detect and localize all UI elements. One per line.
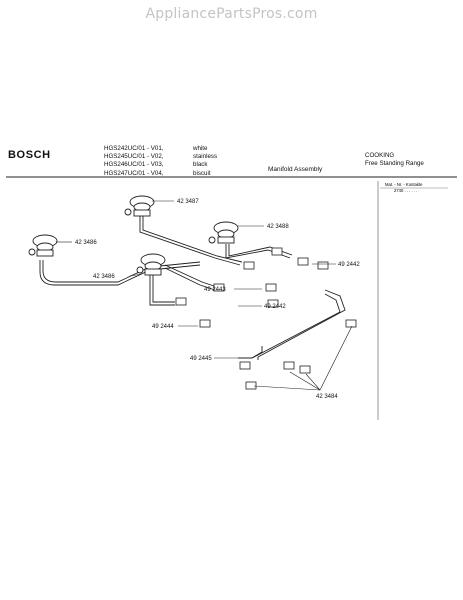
color-item: stainless xyxy=(193,153,218,161)
orifice-fitting xyxy=(265,283,277,292)
orifice-fitting xyxy=(243,261,255,270)
leader-line xyxy=(253,385,321,391)
orifice-fittings xyxy=(175,247,357,390)
model-list: HGS242UC/01 - V01, HGS245UC/01 - V02, HG… xyxy=(104,145,164,178)
model-item: HGS242UC/01 - V01, xyxy=(104,145,164,152)
manifold-tube xyxy=(42,260,201,283)
model-item: HGS245UC/01 - V02, xyxy=(104,153,164,161)
brand-logo: BOSCH xyxy=(8,149,51,161)
support-bracket xyxy=(257,289,346,360)
category-block: COOKING Free Standing Range xyxy=(365,152,424,168)
leader-line xyxy=(289,371,321,391)
supply-tube xyxy=(164,267,216,291)
supply-tube xyxy=(142,215,243,263)
support-bracket xyxy=(251,293,341,359)
orifice-fitting xyxy=(271,247,283,256)
material-note: Mat. - Nr. - Kontakte xyxy=(385,182,423,187)
gas-valve xyxy=(136,253,166,276)
category-line: COOKING xyxy=(365,152,395,159)
supply-tube xyxy=(152,275,175,303)
part-number-label: 42 3487 xyxy=(177,199,199,205)
supply-tube xyxy=(228,244,293,257)
model-item: HGS246UC/01 - V03, xyxy=(104,161,164,169)
orifice-fitting xyxy=(283,361,295,370)
part-number-label: 42 3486 xyxy=(75,240,97,246)
part-number-label: 49 2442 xyxy=(264,304,286,310)
orifice-fitting xyxy=(199,319,211,328)
orifice-fitting xyxy=(345,319,357,328)
orifice-fitting xyxy=(267,299,279,308)
part-number-label: 49 2444 xyxy=(152,324,174,330)
orifice-fitting xyxy=(213,283,225,292)
supply-tube xyxy=(149,275,175,306)
supply-tube xyxy=(139,215,241,266)
supply-tube xyxy=(164,264,218,288)
manifold-tube xyxy=(39,260,201,286)
gas-valve xyxy=(124,195,155,217)
color-item: black xyxy=(193,161,208,169)
assembly-title: Manifold Assembly xyxy=(268,166,323,173)
material-sub: 2740 . . . . . . xyxy=(394,188,417,193)
orifice-fitting xyxy=(317,261,329,270)
orifice-fitting xyxy=(239,361,251,370)
color-list: white stainless black biscuit xyxy=(193,145,217,178)
color-item: white xyxy=(193,145,208,152)
category-line: Free Standing Range xyxy=(365,160,424,168)
manifold-tubes xyxy=(39,215,346,360)
leader-lines xyxy=(56,200,353,391)
gas-valve xyxy=(208,221,239,244)
orifice-fitting xyxy=(175,297,187,306)
part-number-label: 42 3486 xyxy=(93,274,115,280)
leader-line xyxy=(319,325,353,391)
support-bracket xyxy=(238,346,263,359)
color-item: biscuit xyxy=(193,169,211,177)
orifice-fitting xyxy=(297,257,309,266)
part-number-label: 49 2442 xyxy=(338,262,360,268)
leader-line xyxy=(129,273,143,277)
part-number-label: 42 3484 xyxy=(316,394,338,400)
part-number-label: 42 3488 xyxy=(267,224,289,230)
leader-line xyxy=(305,373,321,391)
orifice-fitting xyxy=(245,381,257,390)
gas-valve xyxy=(28,234,58,257)
part-number-label: 49 2443 xyxy=(204,287,226,293)
model-item: HGS247UC/01 - V04, xyxy=(104,169,164,177)
orifice-fitting xyxy=(299,365,311,374)
site-watermark: AppliancePartsPros.com xyxy=(145,6,318,22)
part-number-label: 49 2445 xyxy=(190,356,212,362)
